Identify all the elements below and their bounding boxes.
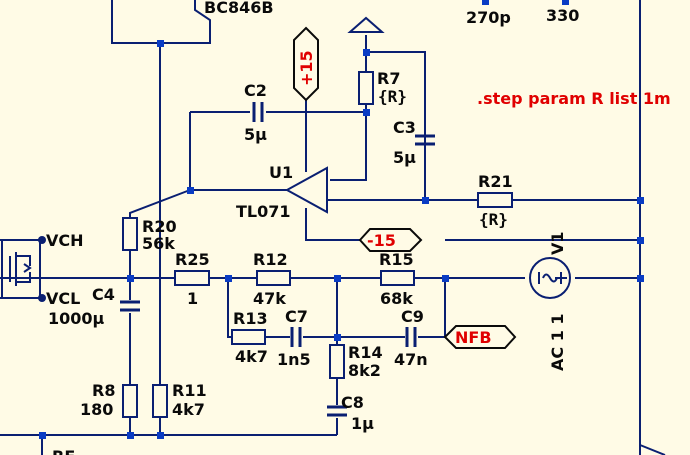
capacitor-c8[interactable] [327,405,347,417]
resistor-r25[interactable] [174,270,210,286]
u1-ref: U1 [269,163,293,182]
r8-value: 180 [80,400,113,419]
capacitor-c7[interactable] [290,327,302,347]
partial-cap-value: 270p [466,8,511,27]
partial-junction-2 [562,0,569,5]
net-label-minus15[interactable]: -15 [358,228,423,252]
opamp-u1[interactable] [284,166,328,214]
r7-value: {R} [378,87,407,106]
svg-text:+15: +15 [297,50,316,86]
r14-value: 8k2 [348,361,381,380]
v1-value: AC 1 1 [548,313,567,371]
c8-ref: C8 [341,393,364,412]
partial-res-value: 330 [546,6,579,25]
v1-ref: V1 [548,231,567,255]
mosfet-symbol [1,239,41,299]
resistor-r7[interactable] [358,71,374,105]
c4-value: 1000µ [48,309,105,328]
r21-value: {R} [479,210,508,229]
c2-ref: C2 [244,81,267,100]
r12-ref: R12 [253,250,288,269]
svg-text:NFB: NFB [455,328,492,347]
resistor-r14[interactable] [329,344,345,379]
resistor-r11[interactable] [152,384,168,418]
resistor-r21[interactable] [477,192,513,208]
c2-value: 5µ [244,125,267,144]
net-label-nfb[interactable]: NFB [443,325,517,349]
resistor-r8[interactable] [122,384,138,418]
junction-dots [39,40,644,439]
c7-value: 1n5 [277,350,311,369]
r20-value: 56k [142,234,175,253]
r12-value: 47k [253,289,286,308]
voltage-source-v1[interactable] [529,257,571,299]
r13-value: 4k7 [235,347,268,366]
c4-ref: C4 [92,285,115,304]
capacitor-c9[interactable] [405,327,417,347]
resistor-r20[interactable] [122,217,138,251]
capacitor-c2[interactable] [252,102,264,122]
c7-ref: C7 [285,307,308,326]
r20-ref: R20 [142,217,177,236]
r8-ref: R8 [92,381,115,400]
resistor-r15[interactable] [380,270,415,286]
c9-ref: C9 [401,307,424,326]
net-vch[interactable]: VCH [38,231,84,250]
spice-directive[interactable]: .step param R list 1m [477,89,671,108]
capacitor-c3[interactable] [415,134,435,146]
ground-icon [347,16,385,33]
resistor-r13[interactable] [231,329,266,345]
r13-ref: R13 [233,309,268,328]
r11-ref: R11 [172,381,207,400]
resistor-r12[interactable] [256,270,291,286]
c3-ref: C3 [393,118,416,137]
svg-text:VCL: VCL [46,289,80,308]
c8-value: 1µ [351,414,374,433]
r11-value: 4k7 [172,400,205,419]
transistor-partial-label: BC846B [204,0,274,17]
c3-value: 5µ [393,148,416,167]
r7-ref: R7 [377,69,400,88]
r15-ref: R15 [379,250,414,269]
net-vcl[interactable]: VCL [38,289,80,308]
r21-ref: R21 [478,172,513,191]
capacitor-c4[interactable] [120,300,140,312]
svg-text:-15: -15 [367,231,396,250]
bottom-partial-label: RF [52,447,75,455]
r15-value: 68k [380,289,413,308]
r25-ref: R25 [175,250,210,269]
wires [0,0,666,455]
svg-text:VCH: VCH [46,231,84,250]
r25-value: 1 [187,289,198,308]
u1-model: TL071 [236,202,291,221]
r14-ref: R14 [348,343,383,362]
partial-junction-1 [482,0,489,5]
c9-value: 47n [394,350,428,369]
net-label-plus15[interactable]: +15 [293,26,319,102]
